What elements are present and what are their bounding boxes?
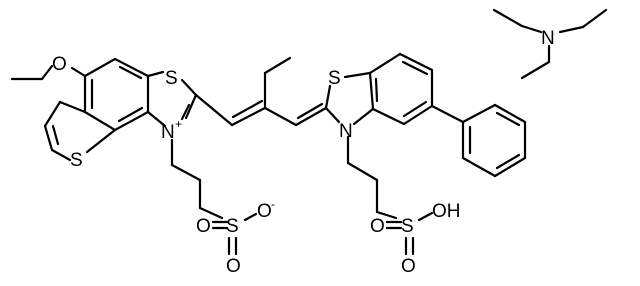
bonds-methine-bridge [194, 56, 328, 127]
nitrogen-atom-thiazolium: N [161, 122, 175, 143]
hydroxyl-group-label: OH [432, 201, 461, 222]
sulfur-atom-sulfonate: S [226, 216, 239, 237]
sulfur-atom-benzothiazole: S [328, 68, 341, 89]
nitrogen-atom-benzothiazole: N [339, 121, 353, 142]
sulfur-atom-thiazole: S [165, 68, 178, 89]
atom-labels: O S S N + S N N S O O - O S O OH O [52, 28, 555, 277]
oxygen-atom-sulfonic-acid-bottom: O [401, 256, 416, 277]
bonds-right-benzothiazole [324, 52, 527, 256]
oxygen-atom-sulfonate-bottom: O [226, 256, 241, 277]
positive-charge: + [175, 117, 182, 131]
oxygen-atom-sulfonate-right: O [257, 201, 272, 222]
bonds-left-cation [10, 57, 258, 256]
nitrogen-atom-triethylamine: N [541, 28, 555, 49]
sulfur-atom-thiophene: S [70, 150, 83, 171]
oxygen-atom-sulfonate-left: O [196, 216, 211, 237]
oxygen-atom-methoxy: O [52, 54, 67, 75]
oxygen-atom-sulfonic-acid-left: O [370, 216, 385, 237]
bonds-triethylamine [492, 8, 608, 80]
negative-charge: - [271, 197, 275, 211]
sulfur-atom-sulfonic-acid: S [401, 216, 414, 237]
